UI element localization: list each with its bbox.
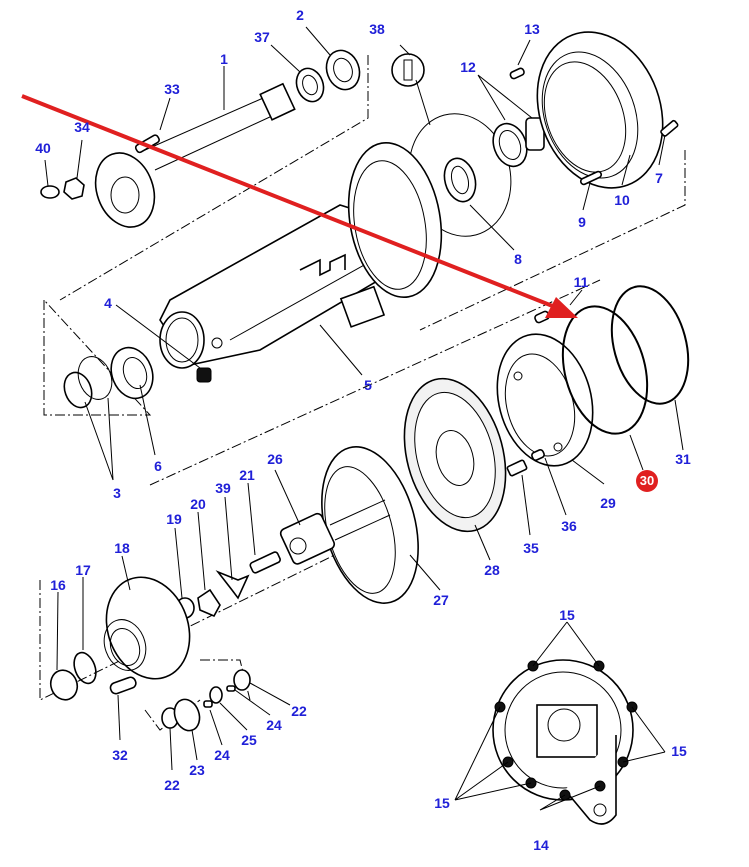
part-3-bearing[interactable] xyxy=(60,352,118,412)
part-2-seal[interactable] xyxy=(321,46,365,95)
callout-24-lower[interactable]: 24 xyxy=(214,747,230,763)
part-40-clip[interactable] xyxy=(40,185,60,199)
brake-housing-detail-view xyxy=(492,659,638,825)
part-37-seal[interactable] xyxy=(292,65,328,106)
callout-2[interactable]: 2 xyxy=(296,7,304,23)
callout-22-lower[interactable]: 22 xyxy=(164,777,180,793)
callout-10[interactable]: 10 xyxy=(614,192,630,208)
callout-24-upper[interactable]: 24 xyxy=(266,717,282,733)
part-5-axle-housing[interactable] xyxy=(159,135,453,369)
callout-14[interactable]: 14 xyxy=(533,837,549,853)
part-21-bolt[interactable] xyxy=(249,551,281,574)
part-13-pin[interactable] xyxy=(509,67,525,80)
callout-32[interactable]: 32 xyxy=(112,747,128,763)
callout-25[interactable]: 25 xyxy=(241,732,257,748)
part-18-carrier[interactable] xyxy=(93,565,204,690)
callout-16[interactable]: 16 xyxy=(50,577,66,593)
callout-29[interactable]: 29 xyxy=(600,495,616,511)
callout-13[interactable]: 13 xyxy=(524,21,540,37)
highlight-arrow xyxy=(21,94,578,318)
callout-15-right[interactable]: 15 xyxy=(671,743,687,759)
callout-36[interactable]: 36 xyxy=(561,518,577,534)
part-16-seal[interactable] xyxy=(47,666,82,703)
part-30-seal-ring[interactable] xyxy=(550,297,661,443)
callout-23[interactable]: 23 xyxy=(189,762,205,778)
part-39-lock-plate[interactable] xyxy=(215,570,250,600)
part-9-pin[interactable] xyxy=(579,170,603,186)
callout-34[interactable]: 34 xyxy=(74,119,90,135)
part-25-washer[interactable] xyxy=(209,686,223,704)
callout-21[interactable]: 21 xyxy=(239,467,255,483)
callout-12[interactable]: 12 xyxy=(460,59,476,75)
callout-30-highlighted[interactable]: 30 xyxy=(636,470,658,492)
callout-37[interactable]: 37 xyxy=(254,29,270,45)
leader-lines xyxy=(44,26,684,811)
callout-39[interactable]: 39 xyxy=(215,480,231,496)
callout-22-upper[interactable]: 22 xyxy=(291,703,307,719)
callout-31[interactable]: 31 xyxy=(675,451,691,467)
callout-4[interactable]: 4 xyxy=(104,295,112,311)
part-23-planet-gear[interactable] xyxy=(170,696,203,734)
callout-35[interactable]: 35 xyxy=(523,540,539,556)
part-35-bleeder[interactable] xyxy=(506,459,528,477)
part-24-pin-lower[interactable] xyxy=(203,700,213,708)
part-34-nut[interactable] xyxy=(63,177,85,200)
callout-11[interactable]: 11 xyxy=(573,274,589,290)
callout-3[interactable]: 3 xyxy=(113,485,121,501)
callout-40[interactable]: 40 xyxy=(35,140,51,156)
callout-17[interactable]: 17 xyxy=(75,562,91,578)
detail-bolts xyxy=(494,660,638,801)
part-28-friction-disc[interactable] xyxy=(388,367,521,543)
part-6-bearing-race[interactable] xyxy=(104,342,159,405)
part-10-ring-gear[interactable] xyxy=(516,14,683,205)
group-outlines xyxy=(39,55,686,731)
callout-15-left[interactable]: 15 xyxy=(434,795,450,811)
part-26-gear-shaft[interactable] xyxy=(279,499,391,566)
callout-1[interactable]: 1 xyxy=(220,51,228,67)
callout-5[interactable]: 5 xyxy=(364,377,372,393)
part-24-pin-upper[interactable] xyxy=(226,685,236,692)
part-8-seal[interactable] xyxy=(440,155,480,205)
callout-26[interactable]: 26 xyxy=(267,451,283,467)
callout-9[interactable]: 9 xyxy=(578,214,586,230)
callout-7[interactable]: 7 xyxy=(655,170,663,186)
callout-38[interactable]: 38 xyxy=(369,21,385,37)
callout-20[interactable]: 20 xyxy=(190,496,206,512)
callout-8[interactable]: 8 xyxy=(514,251,522,267)
part-12-bearing[interactable] xyxy=(487,117,545,171)
callout-18[interactable]: 18 xyxy=(114,540,130,556)
callout-19[interactable]: 19 xyxy=(166,511,182,527)
part-4-screw[interactable] xyxy=(196,367,212,383)
callout-33[interactable]: 33 xyxy=(164,81,180,97)
part-17-circlip[interactable] xyxy=(70,650,100,687)
callout-6[interactable]: 6 xyxy=(154,458,162,474)
part-36-plug[interactable] xyxy=(531,449,545,461)
part-22-circlip-upper[interactable] xyxy=(233,669,251,691)
callout-15-top[interactable]: 15 xyxy=(559,607,575,623)
part-20-plate[interactable] xyxy=(197,588,221,618)
callout-27[interactable]: 27 xyxy=(433,592,449,608)
part-1-axle-shaft[interactable] xyxy=(86,82,296,235)
part-7-bolt[interactable] xyxy=(660,119,679,137)
part-32-pin[interactable] xyxy=(109,676,137,695)
part-31-seal-ring[interactable] xyxy=(600,278,701,413)
callout-28[interactable]: 28 xyxy=(484,562,500,578)
